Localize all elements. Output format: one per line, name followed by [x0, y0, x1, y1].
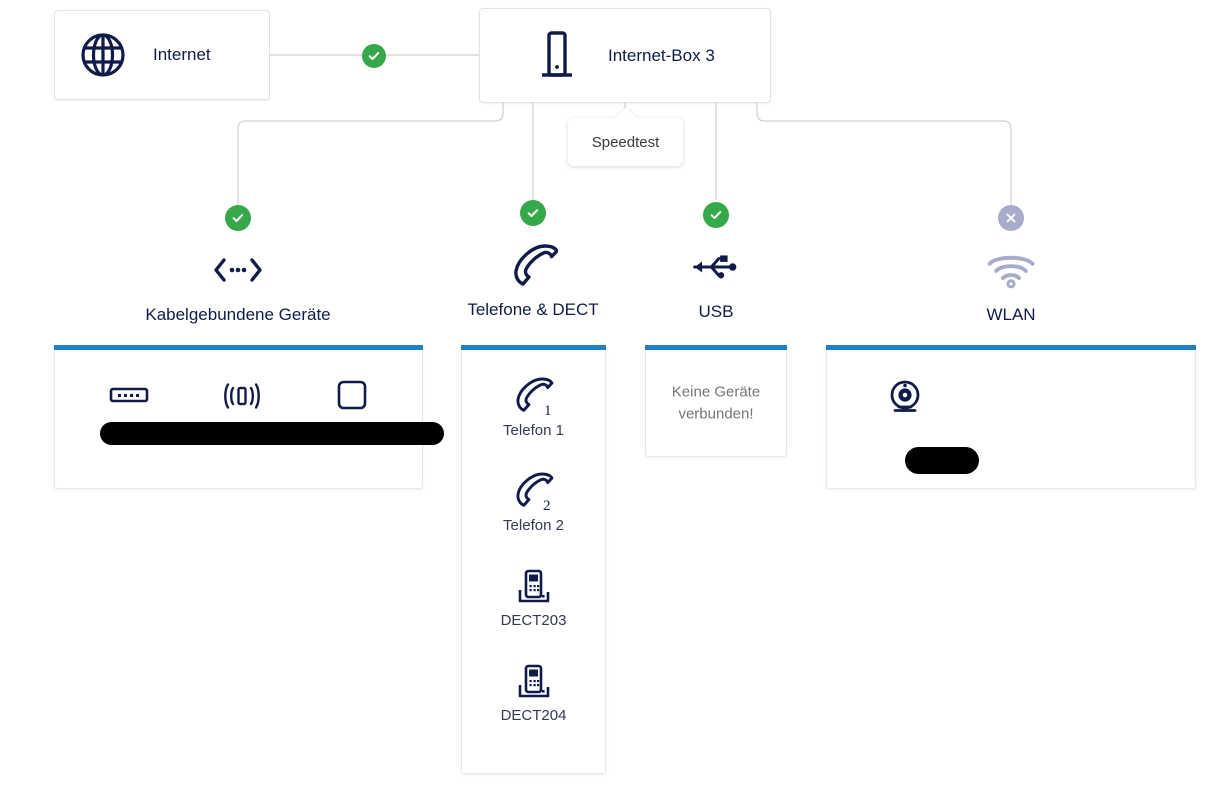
link-status-badge-internet[interactable]	[362, 44, 386, 68]
card-accent-bar	[54, 345, 423, 350]
node-router[interactable]: Internet-Box 3	[479, 8, 771, 103]
node-internet-label: Internet	[153, 45, 211, 64]
wire-branch-wired	[237, 103, 504, 205]
usb-empty-message: Keine Geräte verbunden!	[646, 381, 786, 425]
check-circle-icon	[527, 209, 539, 217]
wired-device-icon-row	[55, 378, 422, 412]
speedtest-label: Speedtest	[591, 133, 660, 151]
node-router-label: Internet-Box 3	[608, 45, 715, 65]
wired-devices-icon	[213, 243, 263, 297]
card-accent-bar	[826, 345, 1196, 350]
branch-wired-status-badge[interactable]	[225, 205, 251, 231]
device-name: Telefon 2	[503, 517, 564, 534]
card-accent-bar	[461, 345, 606, 350]
card-wlan-devices	[826, 345, 1196, 489]
blank-device-icon	[336, 378, 368, 412]
branch-wlan-status-badge[interactable]	[998, 205, 1024, 231]
wireless-device-icon	[220, 378, 264, 412]
usb-empty-line-2: verbunden!	[678, 405, 754, 422]
dect-handset-icon	[462, 562, 605, 612]
card-usb: Keine Geräte verbunden!	[645, 345, 787, 457]
device-name: Telefon 1	[503, 422, 564, 439]
list-item[interactable]: 2 Telefon 2	[462, 467, 605, 562]
speedtest-tooltip[interactable]: Speedtest	[568, 107, 683, 166]
usb-empty-line-1: Keine Geräte	[671, 383, 761, 401]
globe-icon	[77, 29, 129, 81]
phone-handset-icon	[508, 238, 558, 292]
list-item[interactable]: DECT204	[462, 657, 605, 752]
dect-handset-icon	[462, 657, 605, 707]
device-name: DECT204	[500, 707, 567, 724]
card-wired-devices	[54, 345, 444, 489]
node-internet[interactable]: Internet	[54, 10, 270, 100]
close-circle-icon	[1006, 213, 1016, 223]
ethernet-port-icon	[109, 378, 149, 412]
list-item[interactable]	[109, 378, 149, 412]
usb-icon	[691, 240, 741, 294]
wifi-icon	[986, 243, 1036, 297]
check-circle-icon	[232, 214, 244, 222]
list-item[interactable]	[867, 374, 979, 474]
branch-usb-label: USB	[698, 302, 734, 321]
list-item[interactable]	[220, 378, 264, 412]
list-item[interactable]	[336, 378, 368, 412]
list-item[interactable]: 1 Telefon 1	[462, 372, 605, 467]
webcam-icon	[867, 374, 925, 418]
svg-text:1: 1	[544, 403, 552, 419]
wire-branch-wlan	[756, 103, 1012, 205]
redacted-device-name	[905, 447, 979, 474]
redacted-device-names	[100, 422, 444, 445]
branch-wired-label: Kabelgebundene Geräte	[145, 305, 331, 324]
phone-handset-2-icon: 2	[462, 467, 605, 517]
device-name: DECT203	[500, 612, 567, 629]
branch-phones-status-badge[interactable]	[520, 200, 546, 226]
list-item[interactable]: DECT203	[462, 562, 605, 657]
check-circle-icon	[710, 211, 722, 219]
card-phones-dect: 1 Telefon 1 2 Telefon 2	[461, 345, 606, 774]
branch-phones-label: Telefone & DECT	[467, 300, 599, 319]
tooltip-arrow-icon	[614, 107, 637, 118]
phone-device-list: 1 Telefon 1 2 Telefon 2	[462, 372, 605, 752]
svg-text:2: 2	[543, 498, 551, 514]
check-circle-icon	[368, 52, 380, 60]
router-tower-icon	[534, 27, 580, 85]
phone-handset-1-icon: 1	[462, 372, 605, 422]
card-accent-bar	[645, 345, 787, 350]
branch-wlan-label: WLAN	[986, 305, 1036, 324]
branch-usb-status-badge[interactable]	[703, 202, 729, 228]
